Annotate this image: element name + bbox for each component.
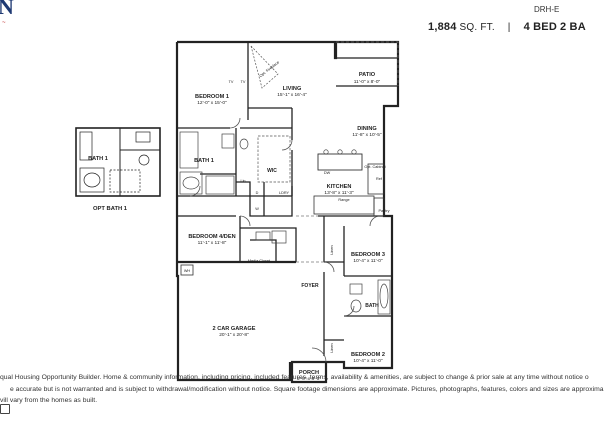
- bedroom1-dim: 12'-0" x 15'-0": [197, 100, 227, 106]
- media-closet-label: Media Closet: [248, 259, 271, 263]
- wic-label: WIC: [267, 168, 277, 174]
- sqft-unit: SQ. FT.: [459, 22, 495, 33]
- patio-dim: 11'-0" x 8'-0": [354, 79, 381, 85]
- closet-fixture-icon: [255, 230, 287, 244]
- kitchen-island-icon: [317, 149, 363, 171]
- kitchen-label: KITCHEN: [327, 184, 352, 190]
- foyer-label: FOYER: [301, 283, 319, 289]
- bedroom3-dim: 10'-4" x 11'-0": [353, 258, 382, 264]
- model-code: DRH-E: [534, 5, 560, 14]
- living-dim: 15'-1" x 16'-4": [277, 92, 307, 98]
- garage-label: 2 CAR GARAGE: [213, 326, 256, 332]
- fireplace-icon: [250, 44, 279, 89]
- patio-outline: [336, 41, 399, 86]
- baths-value: 2 BA: [559, 21, 586, 33]
- kitchen-dim: 13'-8" x 11'-3": [324, 190, 353, 196]
- fireplace-label: Opt. Fireplace: [259, 60, 280, 78]
- living-label: LIVING: [283, 86, 302, 92]
- opt-bath-inset: [75, 127, 161, 197]
- wic-shelves: [257, 135, 291, 183]
- opt-bath-caption: OPT BATH 1: [93, 206, 128, 212]
- dining-label: DINING: [357, 126, 377, 132]
- linen3-label: Linen: [330, 343, 334, 352]
- bedroom4-label: BEDROOM 4/DEN: [188, 234, 235, 240]
- floor-plan: BEDROOM 1 12'-0" x 15'-0" LIVING 15'-1" …: [75, 40, 400, 384]
- range-label: Range: [338, 198, 349, 202]
- pantry-label: Pantry: [379, 209, 390, 213]
- disclaimer-line-1: qual Housing Opportunity Builder. Home &…: [0, 374, 589, 381]
- dining-dim: 11'-8" x 10'-5": [352, 132, 381, 138]
- kitchen-counter-icon: [313, 163, 385, 217]
- disclaimer-line-2: e accurate but is not warranted and is s…: [10, 385, 604, 393]
- bedroom2-dim: 10'-4" x 11'-0": [353, 358, 382, 364]
- opt-bath-room-label: BATH 1: [88, 156, 108, 162]
- foyer-dashes: [296, 215, 324, 263]
- lin1-label: Lin: [240, 179, 245, 183]
- disclaimer-line-3: vill vary from the homes as built.: [0, 397, 98, 405]
- bedroom4-dim: 11'-1" x 11'-8": [198, 240, 227, 246]
- bedroom3-label: BEDROOM 3: [351, 252, 385, 258]
- porch-dim: 5'-0" x 8'-0": [297, 376, 321, 382]
- garage-dim: 20'-1" x 20'-8": [219, 332, 249, 338]
- bath1-label: BATH 1: [194, 158, 214, 164]
- tv1-label: TV: [229, 80, 234, 84]
- interior-walls: [177, 42, 398, 356]
- tv2-label: TV: [241, 80, 246, 84]
- porch-label: PORCH: [299, 370, 319, 376]
- linen2-label: Linen: [330, 245, 334, 254]
- logo-letter: N: [0, 0, 14, 19]
- plan-specs: 1,884 SQ. FT. | 4 BED 2 BA: [428, 21, 586, 33]
- washer-label: W: [255, 207, 259, 211]
- bedroom1-label: BEDROOM 1: [195, 94, 229, 100]
- opt-cabinet-label: Opt. Cabinet: [364, 165, 386, 169]
- ref-label: Ref: [376, 177, 383, 181]
- bath2-fixtures-icon: [349, 279, 391, 315]
- laundry-label: LDRY: [279, 191, 290, 195]
- patio-label: PATIO: [359, 72, 376, 78]
- beds-value: 4 BED: [523, 21, 557, 33]
- water-heater-box: [180, 264, 194, 276]
- sqft-value: 1,884: [428, 21, 457, 33]
- water-heater-label: WH: [184, 269, 191, 273]
- dryer-label: D: [256, 191, 259, 195]
- logo-tagline-mark: ~: [2, 20, 6, 26]
- spec-separator: |: [507, 22, 511, 33]
- bedroom2-label: BEDROOM 2: [351, 352, 385, 358]
- disclaimer: qual Housing Opportunity Builder. Home &…: [0, 372, 604, 407]
- bath2-label: BATH: [365, 303, 379, 309]
- equal-housing-icon: [0, 404, 10, 414]
- dishwasher-label: DW: [324, 171, 331, 175]
- builder-logo: N ~: [0, 0, 18, 26]
- bath1-fixtures-icon: [179, 131, 249, 195]
